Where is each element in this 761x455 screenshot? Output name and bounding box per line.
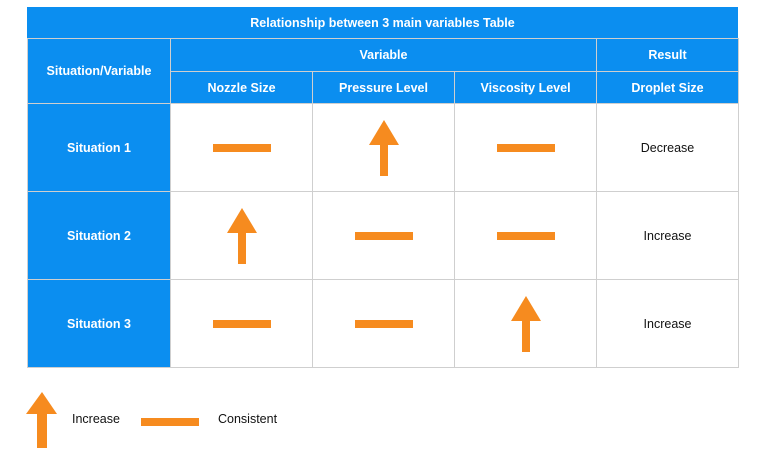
corner-header: Situation/Variable bbox=[27, 38, 171, 104]
mark-cell bbox=[453, 279, 598, 368]
row-label-situation-3: Situation 3 bbox=[27, 279, 171, 368]
mark-cell bbox=[312, 191, 455, 280]
result-cell: Decrease bbox=[596, 103, 740, 192]
legend-increase-icon bbox=[26, 390, 58, 455]
mark-cell bbox=[170, 191, 313, 280]
mark-cell bbox=[312, 103, 455, 192]
up-arrow-icon bbox=[226, 207, 257, 264]
result-cell: Increase bbox=[596, 279, 740, 368]
legend: Increase Consistent bbox=[26, 390, 356, 450]
result-cell: Increase bbox=[596, 191, 740, 280]
variable-group-header: Variable bbox=[169, 38, 598, 72]
mark-cell bbox=[453, 191, 598, 280]
legend-consistent-label: Consistent bbox=[218, 412, 278, 426]
column-header-pressure-level: Pressure Level bbox=[312, 71, 455, 104]
legend-increase-label: Increase bbox=[72, 412, 120, 426]
column-header-nozzle-size: Nozzle Size bbox=[170, 71, 313, 104]
bar-icon bbox=[496, 232, 555, 241]
column-header-viscosity-level: Viscosity Level bbox=[453, 71, 598, 104]
bar-icon bbox=[212, 144, 271, 153]
table-title: Relationship between 3 main variables Ta… bbox=[27, 7, 738, 38]
row-label-situation-2: Situation 2 bbox=[27, 191, 171, 280]
bar-icon bbox=[354, 320, 413, 329]
row-label-situation-1: Situation 1 bbox=[27, 103, 171, 192]
table-row: Situation 3 Increase bbox=[27, 279, 740, 368]
bar-icon bbox=[496, 144, 555, 153]
mark-cell bbox=[170, 279, 313, 368]
column-header-droplet-size: Droplet Size bbox=[596, 71, 740, 104]
table-row: Situation 2 Increase bbox=[27, 191, 740, 280]
relationship-table: Situation/Variable Variable Result Nozzl… bbox=[27, 38, 740, 368]
bar-icon bbox=[354, 232, 413, 241]
table-row: Situation 1 Decrease bbox=[27, 103, 740, 192]
mark-cell bbox=[312, 279, 455, 368]
legend-consistent-icon bbox=[141, 415, 201, 433]
mark-cell bbox=[453, 103, 598, 192]
up-arrow-icon bbox=[368, 119, 399, 176]
bar-icon bbox=[212, 320, 271, 329]
up-arrow-icon bbox=[510, 295, 541, 352]
mark-cell bbox=[170, 103, 313, 192]
result-group-header: Result bbox=[596, 38, 740, 72]
